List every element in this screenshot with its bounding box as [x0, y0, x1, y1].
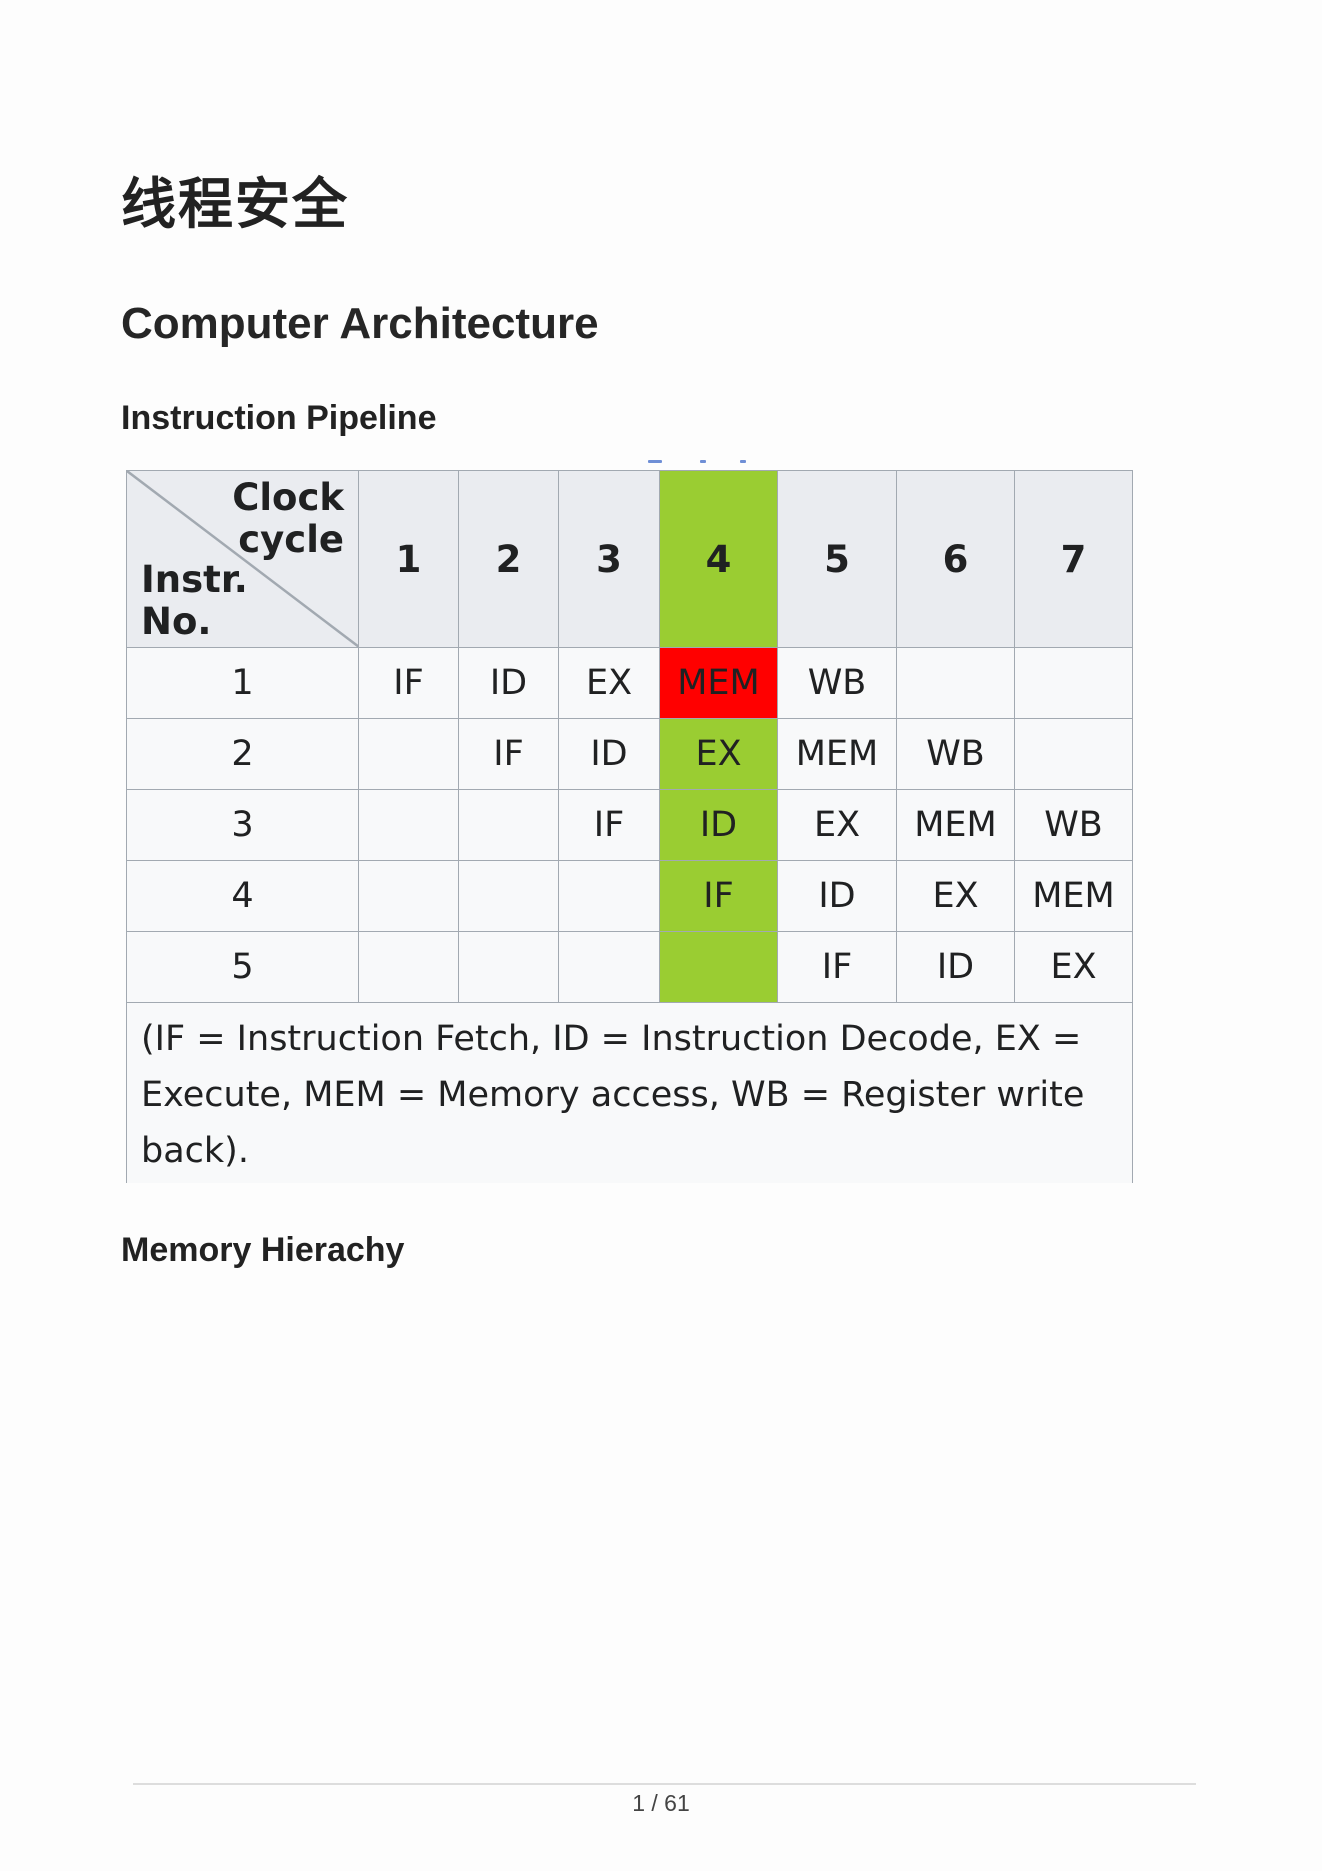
- scan-artifact-mark: [740, 460, 746, 463]
- stage-cell: ID: [777, 860, 897, 932]
- stage-cell: WB: [1014, 789, 1133, 861]
- stage-cell: [558, 860, 660, 932]
- page-number: 1 / 61: [632, 1790, 690, 1816]
- stage-cell: IF: [777, 931, 897, 1003]
- table-header-row: Clock cycle Instr. No. 1 2 3 4 5 6 7: [126, 470, 1133, 648]
- stage-cell: EX: [896, 860, 1015, 932]
- stage-cell: [358, 860, 459, 932]
- stage-cell-highlighted-green: IF: [659, 860, 778, 932]
- stage-cell-highlighted-red: MEM: [659, 647, 778, 719]
- table-row: 5 IF ID EX: [126, 931, 1133, 1003]
- diagonal-divider: [127, 471, 358, 647]
- stage-cell: ID: [458, 647, 559, 719]
- stage-cell: [1014, 718, 1133, 790]
- cycle-header-2: 2: [458, 470, 559, 648]
- clock-cycle-label: Clock cycle: [232, 476, 344, 561]
- stage-cell: [458, 789, 559, 861]
- stage-cell: [1014, 647, 1133, 719]
- table-row: 4 IF ID EX MEM: [126, 860, 1133, 932]
- cycle-header-7: 7: [1014, 470, 1133, 648]
- cycle-header-5: 5: [777, 470, 897, 648]
- stage-cell-highlighted-green: [659, 931, 778, 1003]
- instr-no-label: Instr. No.: [141, 558, 248, 643]
- stage-cell: [896, 647, 1015, 719]
- stage-cell: EX: [777, 789, 897, 861]
- corner-header-cell: Clock cycle Instr. No.: [126, 470, 359, 648]
- stage-cell: IF: [458, 718, 559, 790]
- stage-cell: MEM: [896, 789, 1015, 861]
- scan-artifact-mark: [648, 460, 662, 463]
- stage-cell-highlighted-green: ID: [659, 789, 778, 861]
- footer-divider: [133, 1783, 1196, 1785]
- stage-cell: [458, 860, 559, 932]
- stage-cell: MEM: [1014, 860, 1133, 932]
- stage-cell: IF: [358, 647, 459, 719]
- stage-cell: [458, 931, 559, 1003]
- instr-number-cell: 5: [126, 931, 359, 1003]
- cycle-header-1: 1: [358, 470, 459, 648]
- stage-cell: EX: [1014, 931, 1133, 1003]
- legend-row: (IF = Instruction Fetch, ID = Instructio…: [126, 1002, 1133, 1183]
- table-row: 1 IF ID EX MEM WB: [126, 647, 1133, 719]
- table-row: 2 IF ID EX MEM WB: [126, 718, 1133, 790]
- pipeline-legend: (IF = Instruction Fetch, ID = Instructio…: [126, 1002, 1133, 1183]
- stage-cell: IF: [558, 789, 660, 861]
- stage-cell: ID: [558, 718, 660, 790]
- stage-cell: ID: [896, 931, 1015, 1003]
- instr-number-cell: 4: [126, 860, 359, 932]
- stage-cell: [358, 931, 459, 1003]
- stage-cell: [358, 718, 459, 790]
- scan-artifact-mark: [700, 460, 706, 463]
- section-heading-computer-architecture: Computer Architecture: [121, 299, 599, 348]
- stage-cell: [358, 789, 459, 861]
- stage-cell: [558, 931, 660, 1003]
- table-row: 3 IF ID EX MEM WB: [126, 789, 1133, 861]
- stage-cell-highlighted-green: EX: [659, 718, 778, 790]
- instruction-pipeline-table: Clock cycle Instr. No. 1 2 3 4 5 6 7 1 I…: [126, 470, 1133, 1183]
- cycle-header-6: 6: [896, 470, 1015, 648]
- cycle-header-4-highlighted: 4: [659, 470, 778, 648]
- instr-number-cell: 2: [126, 718, 359, 790]
- instr-number-cell: 1: [126, 647, 359, 719]
- stage-cell: WB: [896, 718, 1015, 790]
- stage-cell: MEM: [777, 718, 897, 790]
- cycle-header-3: 3: [558, 470, 660, 648]
- subsection-heading-instruction-pipeline: Instruction Pipeline: [121, 399, 437, 437]
- document-title: 线程安全: [121, 172, 350, 236]
- instr-number-cell: 3: [126, 789, 359, 861]
- subsection-heading-memory-hierachy: Memory Hierachy: [121, 1231, 405, 1269]
- stage-cell: WB: [777, 647, 897, 719]
- stage-cell: EX: [558, 647, 660, 719]
